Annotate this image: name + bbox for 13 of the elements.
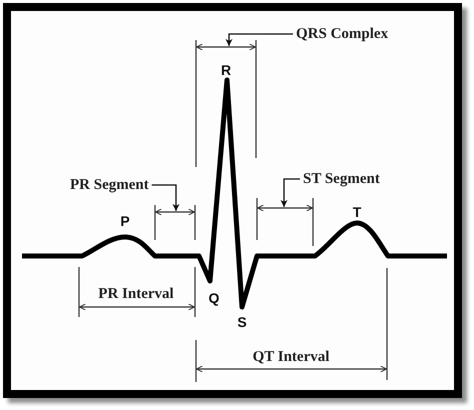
callout-label: QRS Complex bbox=[293, 25, 392, 43]
leader-line bbox=[280, 178, 300, 207]
wave-label: S bbox=[237, 314, 247, 330]
interval-label: QT Interval bbox=[252, 349, 330, 365]
leader-line bbox=[152, 184, 180, 211]
wave-label: T bbox=[352, 204, 362, 220]
wave-label: Q bbox=[208, 290, 220, 306]
leader-line bbox=[226, 33, 293, 46]
wave-label: R bbox=[220, 62, 232, 78]
callout-label: ST Segment bbox=[300, 170, 383, 188]
wave-label: P bbox=[120, 213, 130, 229]
interval-label: PR Interval bbox=[98, 286, 174, 302]
callout-label: PR Segment bbox=[67, 176, 152, 194]
